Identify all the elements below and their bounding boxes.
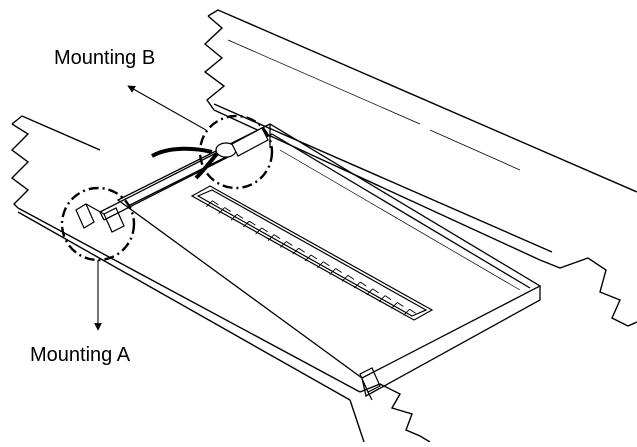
louver-cell xyxy=(391,302,404,309)
louver-cell xyxy=(255,227,268,235)
mounting-rail xyxy=(99,145,235,221)
louver-cell xyxy=(267,234,281,241)
mounting-b-arrow xyxy=(127,85,207,131)
clamp-tool xyxy=(151,127,269,180)
louver-cell xyxy=(378,295,392,302)
mounting-b-label: Mounting B xyxy=(54,47,156,69)
louver-grille xyxy=(190,185,434,321)
louver-cell xyxy=(292,247,305,255)
louver-cell xyxy=(206,200,219,208)
bracket-a xyxy=(75,203,125,233)
louver-cell xyxy=(341,274,355,282)
louver-cell xyxy=(218,207,231,214)
louver-cell xyxy=(304,254,318,262)
louver-cell xyxy=(317,261,330,269)
louver-cell xyxy=(366,288,379,296)
mounting-a-label: Mounting A xyxy=(30,344,131,366)
mounting-a-highlight xyxy=(60,186,136,262)
louver-cell xyxy=(243,220,256,228)
lower-ceiling-slab xyxy=(10,115,431,443)
louver-cell xyxy=(403,308,416,316)
end-bracket xyxy=(359,367,381,401)
fixture-housing xyxy=(116,123,542,397)
louver-cell xyxy=(230,213,244,221)
mounting-b-highlight xyxy=(198,114,274,190)
louver-cell xyxy=(354,281,367,289)
louver-cells xyxy=(206,200,416,316)
upper-ceiling-slab xyxy=(203,9,637,327)
louver-cell xyxy=(280,241,293,248)
louver-cell xyxy=(329,268,342,275)
